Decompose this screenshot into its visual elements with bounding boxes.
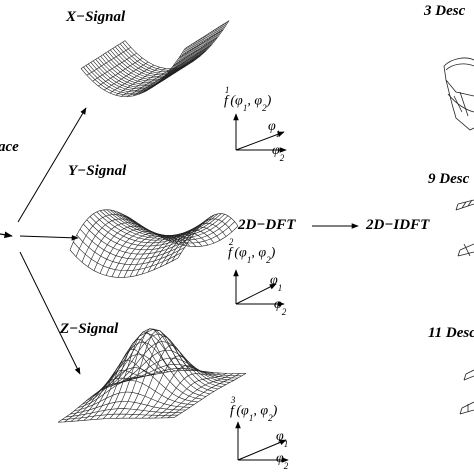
arrow-to-x-signal bbox=[17, 107, 87, 223]
axis-phi2-f1: φ2 bbox=[272, 143, 285, 163]
phi-subscript: 2 bbox=[279, 152, 285, 163]
z-signal-label: Z−Signal bbox=[60, 321, 119, 337]
f-sub-a: 1 bbox=[246, 255, 252, 266]
phi-symbol: φ bbox=[270, 273, 278, 288]
desc-9-label: 9 Desc bbox=[428, 171, 470, 187]
axis-phi2-f2: φ2 bbox=[274, 297, 287, 317]
source-arrow-stub bbox=[0, 231, 13, 239]
axes-f3 bbox=[235, 421, 289, 463]
f-symbol: f bbox=[228, 245, 232, 261]
f-close: ) bbox=[272, 403, 278, 419]
f-superscript: 1 bbox=[224, 85, 230, 95]
f-sub-b: 2 bbox=[266, 255, 271, 266]
reconstruction-11-desc bbox=[459, 369, 474, 415]
phi-symbol: φ bbox=[274, 297, 282, 312]
desc-11-label: 11 Desc bbox=[428, 325, 474, 341]
axes-f2 bbox=[233, 269, 285, 307]
z-signal-surface bbox=[57, 328, 247, 423]
f-sub-b: 2 bbox=[262, 103, 267, 114]
phi-symbol: φ bbox=[276, 451, 284, 466]
phi-subscript: 1 bbox=[275, 128, 281, 139]
phi-subscript: 2 bbox=[283, 460, 289, 471]
phi-subscript: 1 bbox=[283, 438, 289, 449]
arrow-to-z-signal bbox=[19, 251, 81, 375]
axis-phi1-f2: φ1 bbox=[270, 273, 283, 293]
x-signal-label: X−Signal bbox=[66, 9, 126, 25]
f-open: (φ bbox=[234, 245, 247, 261]
arrow-to-y-signal bbox=[19, 234, 79, 241]
f-comma: , φ bbox=[247, 93, 263, 109]
reconstruction-9-desc bbox=[455, 199, 474, 257]
y-signal-surface bbox=[69, 209, 239, 278]
f-open: (φ bbox=[230, 93, 243, 109]
idft-label: 2D−IDFT bbox=[366, 217, 430, 233]
axis-phi2-f3: φ2 bbox=[276, 451, 289, 471]
reconstruction-3-desc bbox=[443, 57, 474, 131]
f-open: (φ bbox=[236, 403, 249, 419]
f-close: ) bbox=[270, 245, 276, 261]
desc-3-label: 3 Desc bbox=[424, 3, 466, 19]
phi-symbol: φ bbox=[272, 143, 280, 158]
axis-phi1-f3: φ1 bbox=[276, 429, 289, 449]
f-superscript: 2 bbox=[228, 237, 234, 247]
f-sub-a: 1 bbox=[248, 413, 254, 424]
phi-symbol: φ bbox=[276, 429, 284, 444]
axis-phi1-f1: φ1 bbox=[268, 119, 281, 139]
f-comma: , φ bbox=[251, 245, 267, 261]
f-symbol: f bbox=[230, 403, 234, 419]
x-signal-surface bbox=[80, 20, 230, 97]
f-symbol: f bbox=[224, 93, 228, 109]
function-label-f2: f2(φ1, φ2) bbox=[228, 238, 276, 266]
function-label-f3: f3(φ1, φ2) bbox=[230, 396, 278, 424]
dft-label: 2D−DFT bbox=[238, 217, 296, 233]
f-comma: , φ bbox=[253, 403, 269, 419]
function-label-f1: f1(φ1, φ2) bbox=[224, 86, 272, 114]
phi-subscript: 2 bbox=[281, 306, 287, 317]
f-close: ) bbox=[266, 93, 272, 109]
y-signal-label: Y−Signal bbox=[68, 163, 127, 179]
f-sub-b: 2 bbox=[268, 413, 273, 424]
phi-symbol: φ bbox=[268, 119, 276, 134]
axes-f1 bbox=[233, 113, 287, 153]
phi-subscript: 1 bbox=[277, 282, 283, 293]
f-sub-a: 1 bbox=[242, 103, 248, 114]
f-superscript: 3 bbox=[230, 395, 236, 405]
space-label-partial: ace bbox=[0, 139, 19, 155]
